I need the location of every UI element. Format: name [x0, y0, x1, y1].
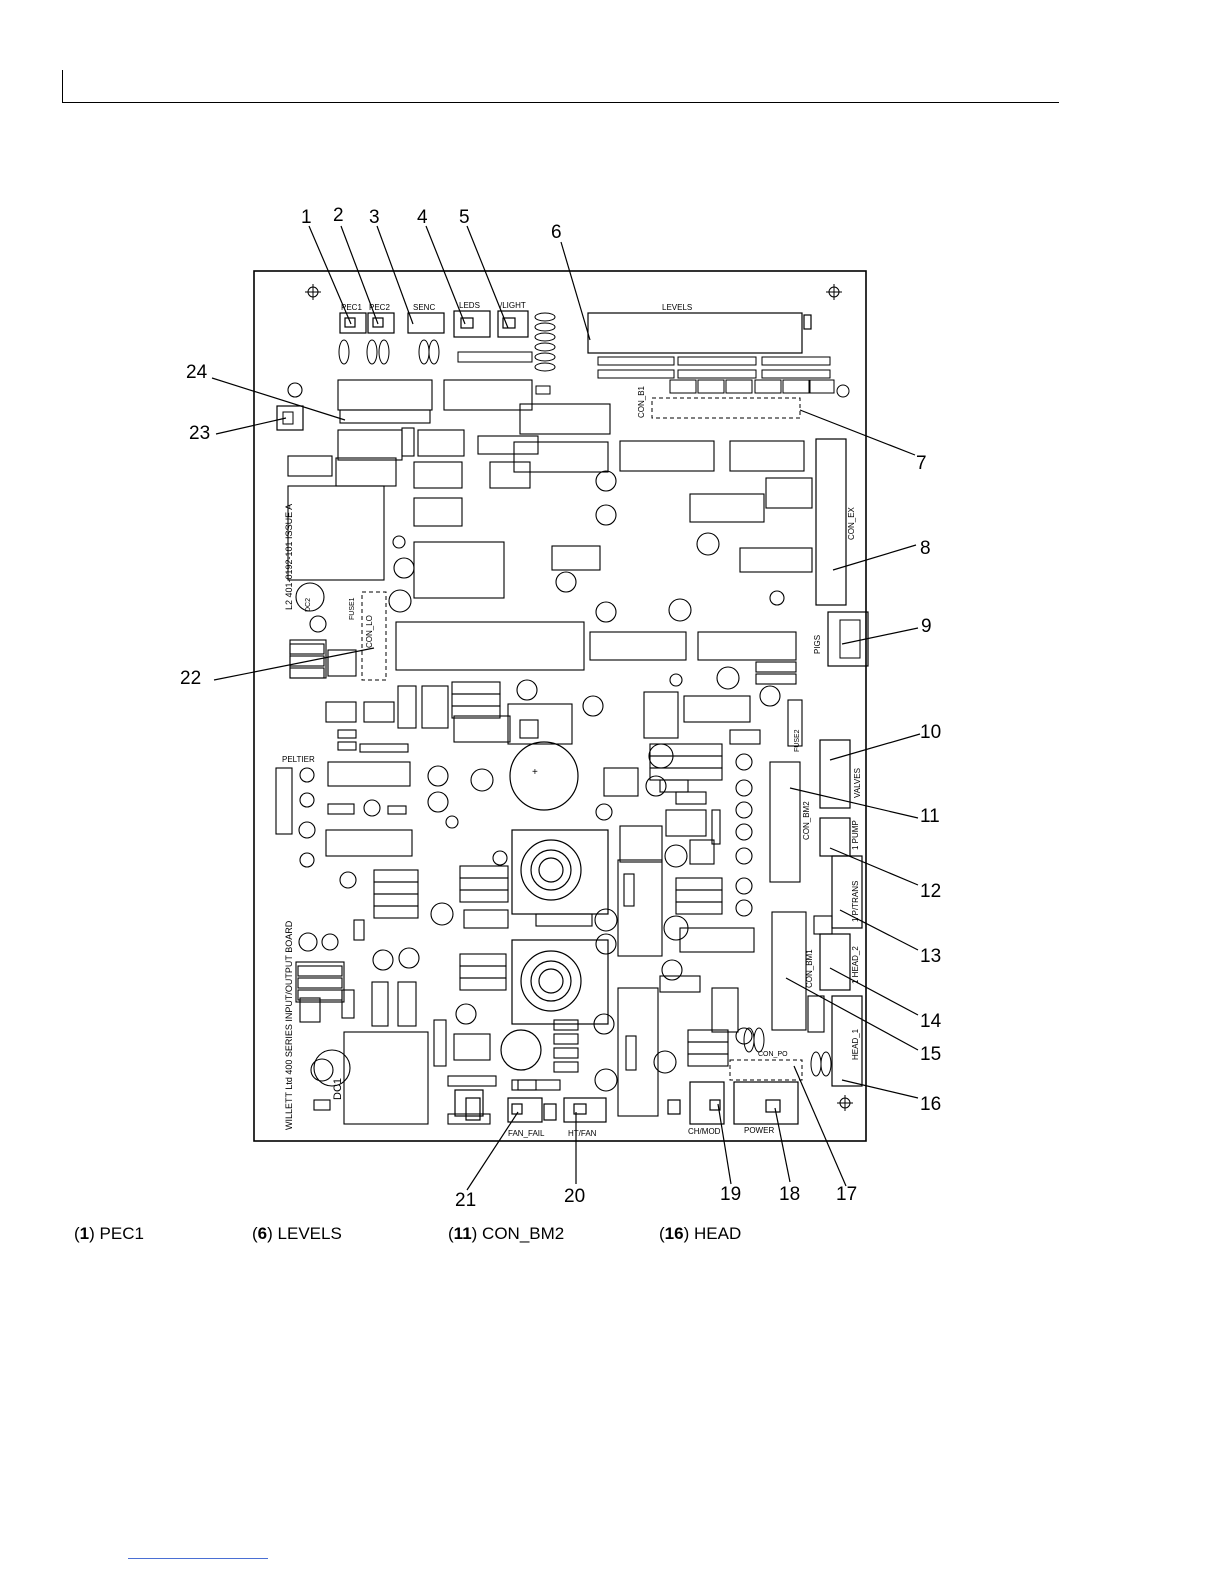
- callout-15: 15: [920, 1044, 941, 1065]
- power-connector: [733, 1081, 799, 1125]
- transformer-tf1: [511, 829, 609, 915]
- con-ex-label: CON_EX: [847, 506, 856, 540]
- callout-4: 4: [417, 207, 428, 228]
- con-b1-connector: [651, 397, 801, 419]
- legend-num: 1: [79, 1224, 90, 1243]
- head1-connector: [831, 995, 863, 1087]
- callout-19: 19: [720, 1184, 741, 1205]
- leds-label: LEDS: [459, 301, 480, 310]
- leds-connector: [453, 310, 491, 338]
- peltier-connector: [275, 767, 293, 835]
- light-connector: [497, 310, 529, 338]
- callout-16: 16: [920, 1094, 941, 1115]
- head2-label: 1 HEAD_2: [851, 946, 860, 984]
- con-bm1-label: CON_BM1: [805, 949, 814, 988]
- callout-23: 23: [189, 423, 210, 444]
- callout-17: 17: [836, 1184, 857, 1205]
- callout-21: 21: [455, 1190, 476, 1211]
- legend-num: 11: [453, 1224, 472, 1243]
- dc2-label: DC2: [305, 598, 312, 612]
- dc1-label: DC1: [332, 1078, 344, 1100]
- legend-label: HEAD: [693, 1224, 742, 1243]
- fuse1-label: FUSE1: [349, 597, 356, 620]
- callout-8: 8: [920, 538, 931, 559]
- legend-label: CON_BM2: [482, 1224, 565, 1243]
- con-po-label: CON_PO: [758, 1051, 788, 1058]
- pec1-label: PEC1: [341, 303, 362, 312]
- callout-2: 2: [333, 205, 344, 226]
- valves-label: VALVES: [853, 768, 862, 798]
- con-lo-label: CON_LO: [365, 615, 374, 648]
- header-rule: [62, 70, 1059, 103]
- legend-num: 6: [257, 1224, 268, 1243]
- legend-item-pec1: (1) PEC1: [74, 1224, 144, 1243]
- jumper-23: [276, 405, 304, 431]
- board-issue-text: L2 401-0192-101 ISSUE A: [284, 504, 294, 610]
- callout-18: 18: [779, 1184, 800, 1205]
- board-maker-text: WILLETT Ltd 400 SERIES INPUT/OUTPUT BOAR…: [284, 920, 294, 1130]
- legend-label: PEC1: [99, 1224, 144, 1243]
- callout-10: 10: [920, 722, 941, 743]
- ptrans-connector: [831, 855, 863, 929]
- htfan-connector: [563, 1097, 607, 1123]
- con-b1-label: CON_B1: [637, 385, 646, 418]
- fanfail-connector: [507, 1097, 543, 1123]
- callout-22: 22: [180, 668, 201, 689]
- ptrans-label: 1 P/TRANS: [851, 881, 860, 922]
- con-ex-connector: [815, 438, 847, 606]
- board-outline: [253, 270, 867, 1142]
- htfan-label: HT/FAN: [568, 1129, 597, 1138]
- pec2-label: PEC2: [369, 303, 390, 312]
- pec1-connector: [339, 312, 367, 334]
- senc-connector: [407, 312, 445, 334]
- callout-14: 14: [920, 1011, 942, 1032]
- light-label: /LIGHT: [500, 301, 526, 310]
- mounting-hole: [305, 284, 321, 300]
- callout-6: 6: [551, 222, 562, 243]
- legend-item-head: (16) HEAD: [659, 1224, 742, 1243]
- mounting-hole: [826, 284, 842, 300]
- svg-text:+: +: [532, 767, 538, 778]
- mounting-hole: [837, 1095, 853, 1111]
- legend-num: 16: [664, 1224, 684, 1243]
- peltier-label: PELTIER: [282, 755, 315, 764]
- callout-1: 1: [301, 207, 312, 228]
- fanfail-label: FAN_FAIL: [508, 1129, 545, 1138]
- callout-13: 13: [920, 946, 941, 967]
- senc-label: SENC: [413, 303, 435, 312]
- head1-label: HEAD_1: [851, 1028, 860, 1060]
- callout-5: 5: [459, 207, 470, 228]
- pigs-label: PIGS: [813, 635, 822, 654]
- legend-item-con-bm2: (11) CON_BM2: [448, 1224, 565, 1243]
- callout-9: 9: [921, 616, 932, 637]
- levels-connector: [587, 312, 803, 354]
- con-bm2-label: CON_BM2: [802, 801, 811, 840]
- chmod-connector: [689, 1081, 725, 1125]
- callout-12: 12: [920, 881, 941, 902]
- pump-label: 1 PUMP: [851, 820, 860, 850]
- levels-label: LEVELS: [662, 303, 692, 312]
- valves-connector: [819, 739, 851, 809]
- callout-3: 3: [369, 207, 380, 228]
- legend-label: LEVELS: [277, 1224, 342, 1243]
- power-label: POWER: [744, 1126, 774, 1135]
- fuse2-label: FUSE2: [794, 729, 801, 752]
- footer-link-underline[interactable]: [128, 1558, 268, 1559]
- con-po-connector: [729, 1059, 803, 1081]
- chmod-label: CH/MOD: [688, 1127, 721, 1136]
- legend-item-levels: (6) LEVELS: [252, 1224, 342, 1243]
- transformer-tf2: [511, 939, 609, 1025]
- head2-connector: [819, 933, 851, 991]
- callout-7: 7: [916, 453, 927, 474]
- callout-20: 20: [564, 1186, 585, 1207]
- callout-24: 24: [186, 362, 208, 383]
- pec2-connector: [367, 312, 395, 334]
- leader-lines: [211, 225, 921, 1191]
- callout-11: 11: [920, 806, 940, 827]
